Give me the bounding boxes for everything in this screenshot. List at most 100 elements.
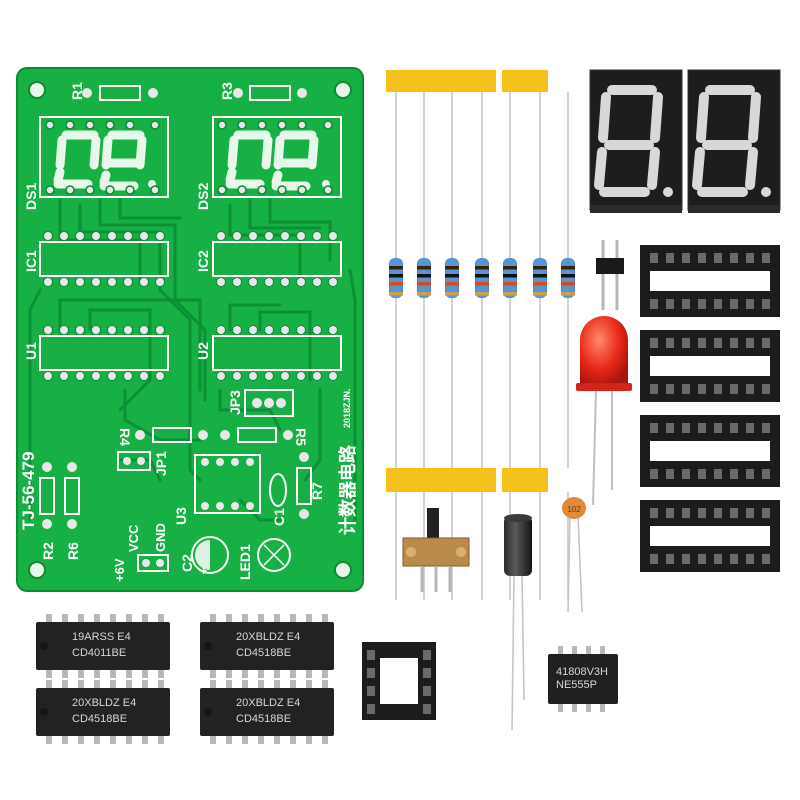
chip-legs: [210, 614, 328, 678]
pcb-pad: [139, 325, 149, 335]
pcb-pad: [155, 325, 165, 335]
ds2-footprint: [212, 116, 342, 198]
pcb-pad: [43, 371, 53, 381]
silkscreen-labels: R1 R3 DS1 DS2 IC1 IC2 U1 U2 JP3 R4 R5 JP…: [19, 82, 358, 582]
pcb-pad: [75, 371, 85, 381]
ic-chip-ne555p: 41808V3H NE555P: [548, 646, 618, 712]
pcb-pad: [59, 371, 69, 381]
red-led: [576, 316, 632, 506]
resistor: [561, 258, 575, 298]
pcb-pad: [312, 231, 322, 241]
pcb-pad: [280, 231, 290, 241]
r3-footprint: [233, 85, 307, 101]
pcb-pad: [312, 277, 322, 287]
pcb-pad: [139, 231, 149, 241]
pcb-pad: [248, 277, 258, 287]
c1-footprint: [269, 473, 287, 507]
resistor: [475, 258, 489, 298]
ic-socket-8pin: [362, 642, 436, 720]
ceramic-capacitor: 102: [562, 497, 586, 613]
label-r1: R1: [69, 82, 85, 100]
chip-notch: [40, 642, 48, 650]
label-ic1: IC1: [23, 250, 39, 272]
mounting-holes: [28, 81, 352, 579]
label-u2: U2: [195, 342, 211, 360]
pcb-pad: [139, 371, 149, 381]
resistor: [503, 258, 517, 298]
pcb-pad: [59, 231, 69, 241]
timer-line2: NE555P: [556, 679, 597, 691]
pcb-pad: [139, 277, 149, 287]
pcb-pad: [312, 371, 322, 381]
jp1-footprint: [117, 451, 151, 471]
led1-footprint: [257, 538, 291, 572]
chip3-line2: CD4518BE: [72, 713, 127, 725]
pcb-pad: [216, 277, 226, 287]
resistor: [417, 258, 431, 298]
pcb-board: + R1 R3 DS1 DS2 IC1 IC2 U1 U2 JP3 R4 R5 …: [16, 67, 364, 592]
label-c2: C2: [179, 554, 195, 572]
chip-notch: [204, 708, 212, 716]
pcb-pad: [328, 231, 338, 241]
resistor: [445, 258, 459, 298]
pcb-pad: [328, 325, 338, 335]
pcb-pad: [232, 325, 242, 335]
pcb-pad: [59, 325, 69, 335]
ic-socket-16pin-3: [640, 415, 780, 487]
pcb-pad: [155, 231, 165, 241]
ic-chip-cd4518be-2: 20XBLDZ E4 CD4518BE: [36, 680, 170, 744]
timer-line1: 41808V3H: [556, 666, 608, 678]
label-ic2: IC2: [195, 250, 211, 272]
pcb-pad: [264, 371, 274, 381]
resistor: [389, 258, 403, 298]
r4-r5-footprints: [135, 427, 293, 443]
pcb-pad: [91, 277, 101, 287]
label-u3: U3: [173, 507, 189, 525]
pcb-pad: [155, 277, 165, 287]
capacitor-code: 102: [567, 505, 581, 514]
pcb-pad: [328, 277, 338, 287]
board-part-number: TJ-56-479: [19, 452, 38, 530]
board-date-code: 2018ZJN.: [342, 388, 352, 428]
pcb-pad: [296, 231, 306, 241]
power-header-footprint: [137, 554, 169, 572]
pcb-pad: [107, 231, 117, 241]
ic-chip-cd4518be-3: 20XBLDZ E4 CD4518BE: [200, 680, 334, 744]
pcb-pad: [75, 325, 85, 335]
chip1-line1: 19ARSS E4: [72, 631, 131, 643]
chip4-line1: 20XBLDZ E4: [236, 697, 300, 709]
ic-socket-16pin-4: [640, 500, 780, 572]
label-u1: U1: [23, 342, 39, 360]
pcb-pad: [264, 325, 274, 335]
ic-chip-cd4518be-1: 20XBLDZ E4 CD4518BE: [200, 614, 334, 678]
svg-text:+: +: [200, 564, 207, 578]
chip4-line2: CD4518BE: [236, 713, 291, 725]
pcb-pad: [216, 231, 226, 241]
pcb-pad: [123, 277, 133, 287]
pcb-pad: [280, 325, 290, 335]
label-plus6v: +6V: [112, 558, 127, 582]
ds1-footprint: [39, 116, 169, 198]
pcb-pad: [43, 231, 53, 241]
chip3-line1: 20XBLDZ E4: [72, 697, 136, 709]
label-r6: R6: [65, 542, 81, 560]
r2-r6-footprints: [39, 462, 80, 529]
pcb-pad: [107, 277, 117, 287]
c2-footprint: +: [191, 536, 229, 578]
pcb-pad: [43, 325, 53, 335]
label-r7: R7: [309, 482, 325, 500]
pcb-pad: [296, 277, 306, 287]
chip-notch: [40, 708, 48, 716]
pcb-pad: [248, 325, 258, 335]
pcb-pad: [328, 371, 338, 381]
pcb-pad: [59, 277, 69, 287]
board-title: 计数器电路: [337, 444, 358, 535]
pin-header: [596, 240, 624, 310]
chip-body: [200, 688, 334, 736]
pcb-pad: [296, 371, 306, 381]
chip-notch: [204, 642, 212, 650]
resistor-strip: [386, 70, 575, 600]
chip-body: [36, 622, 170, 670]
pcb-pad: [312, 325, 322, 335]
label-ds1: DS1: [23, 183, 39, 210]
